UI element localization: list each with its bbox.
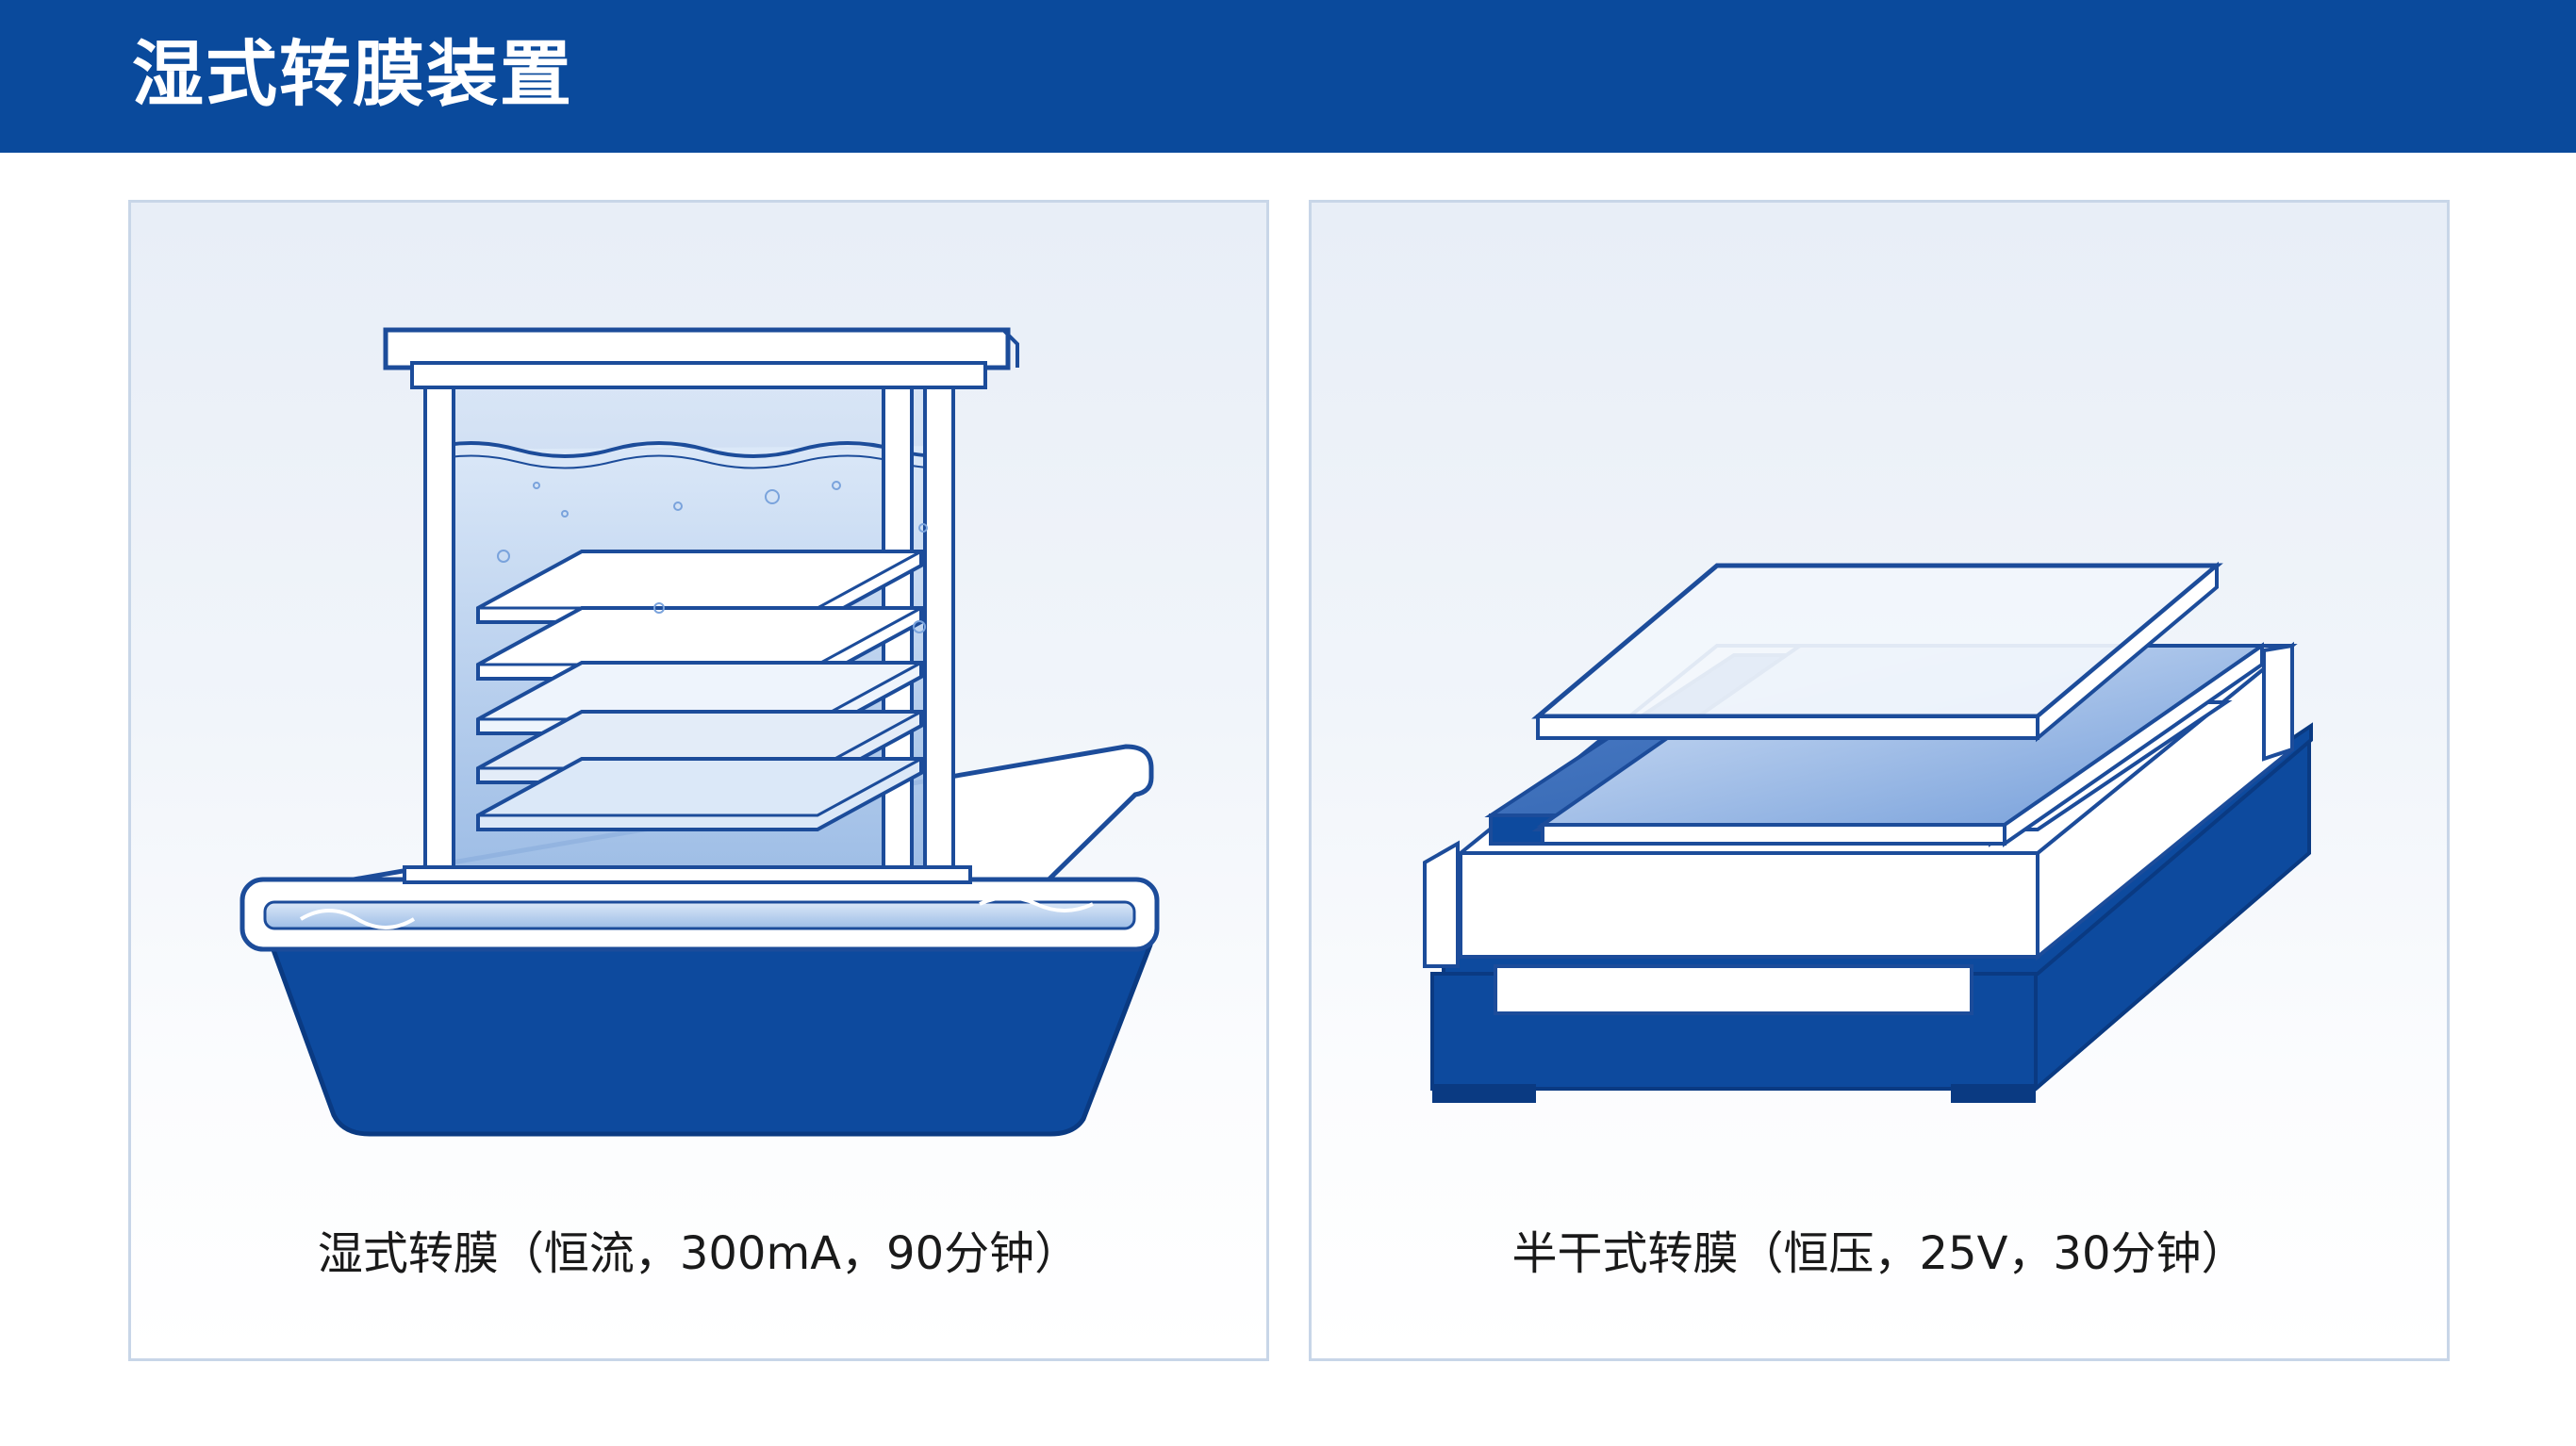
semi-dry-transfer-illustration (1423, 561, 2313, 1103)
tray-buffer (263, 900, 1136, 930)
wet-transfer-caption: 湿式转膜（恒流，300mA，90分钟） (317, 1227, 1081, 1280)
semi-dry-transfer-caption: 半干式转膜（恒压，25V，30分钟） (1511, 1227, 2247, 1280)
page-title: 湿式转膜装置 (132, 32, 573, 116)
gel-cassette-stack (476, 550, 923, 831)
left-clamp (1423, 840, 1460, 968)
bubbles (497, 481, 928, 633)
right-clamp (2262, 643, 2294, 762)
header-bar: 湿式转膜装置 (0, 0, 2576, 153)
semi-dry-transfer-panel: 半干式转膜（恒压，25V，30分钟） (1309, 200, 2450, 1361)
top-cover-plate (1531, 561, 2223, 743)
wet-transfer-panel: 湿式转膜（恒流，300mA，90分钟） (128, 200, 1269, 1361)
transfer-tank (383, 327, 1019, 884)
lower-plate-front (1459, 851, 2039, 959)
base-slot (1494, 964, 1973, 1015)
tank-left-post (423, 382, 455, 876)
wet-transfer-illustration (239, 327, 1160, 1137)
